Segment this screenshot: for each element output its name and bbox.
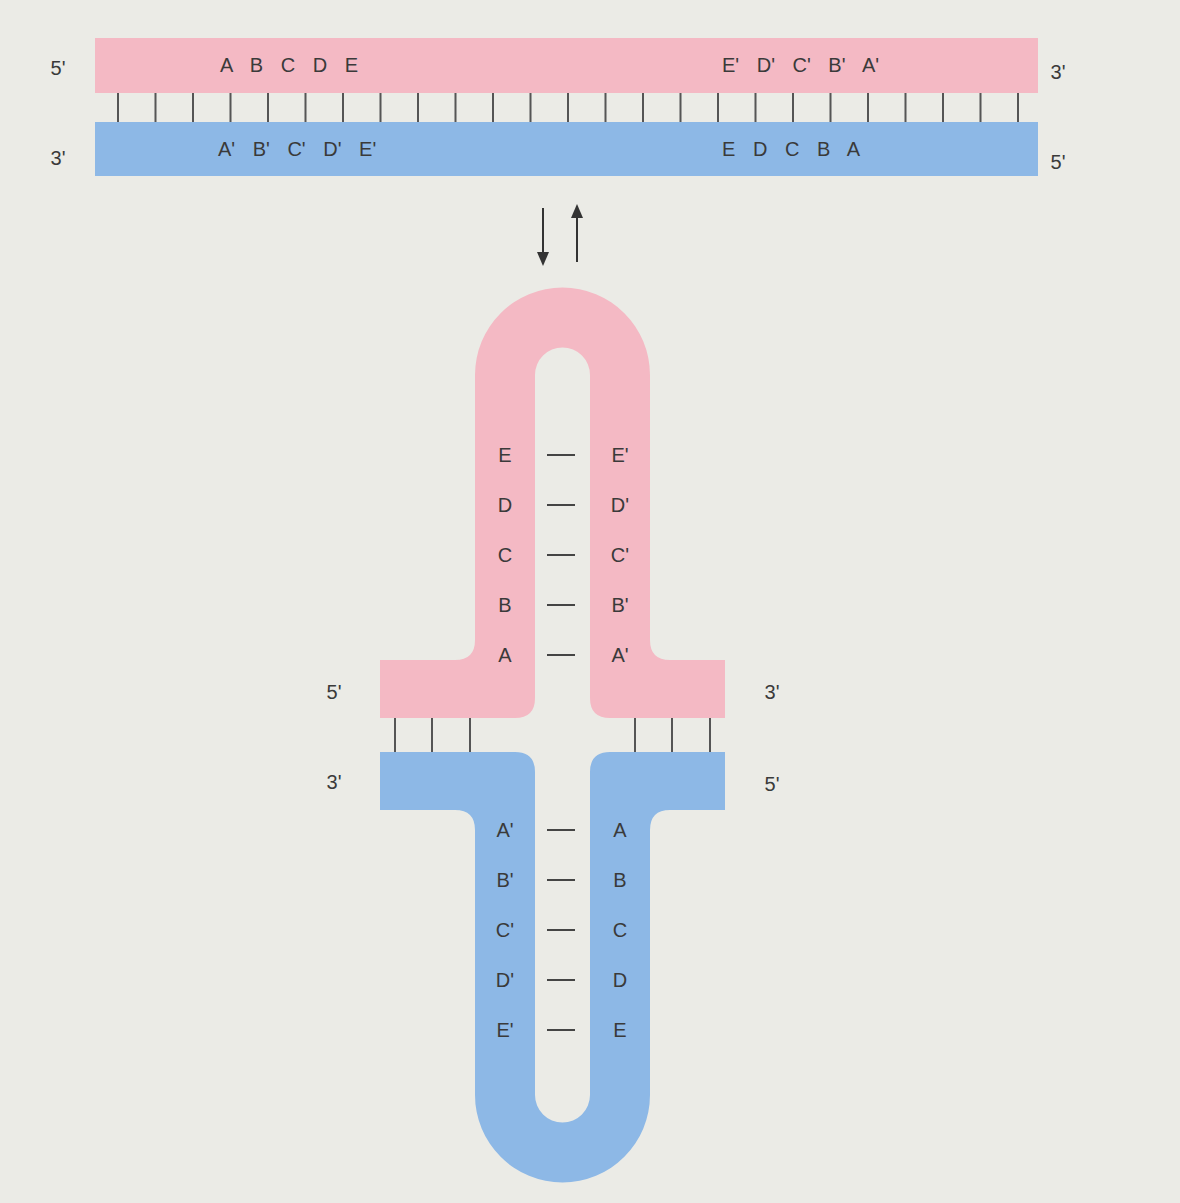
base-sequence: A' B' C' D' E' [492,805,518,1055]
hairpin-strand: A' B' C' D' E' A B C D E [380,752,725,1180]
strand-end-label: 5' [765,773,780,796]
strand-end-label: 3' [1051,61,1066,84]
dna-strand-band: A B C D E E' D' C' B' A' [95,38,1038,93]
strand-end-label: 5' [1051,151,1066,174]
equilibrium-arrows [537,204,583,266]
base-sequence: E D C B A [722,122,860,176]
hairpin-strand: E D C B A E' D' C' B' A' [380,290,725,718]
strand-end-label: 3' [327,771,342,794]
base-sequence: E' D' C' B' A' [607,430,633,680]
strand-end-label: 5' [327,681,342,704]
strand-end-label: 3' [765,681,780,704]
base-sequence: E' D' C' B' A' [722,38,879,93]
strand-outline [380,290,725,718]
base-pair-ticks [395,718,710,752]
base-sequence: E D C B A [492,430,518,680]
strand-outline [380,288,725,719]
strand-outline [380,752,725,1180]
dna-strand-band: A' B' C' D' E' E D C B A [95,122,1038,176]
pairing-dashes [547,455,575,1030]
base-sequence: A B C D E [220,38,358,93]
strand-outline [380,752,725,1183]
base-sequence: A B C D E [607,805,633,1055]
strand-end-label: 3' [51,147,66,170]
base-pair-ticks [118,93,1018,122]
base-sequence: A' B' C' D' E' [218,122,376,176]
strand-end-label: 5' [51,57,66,80]
